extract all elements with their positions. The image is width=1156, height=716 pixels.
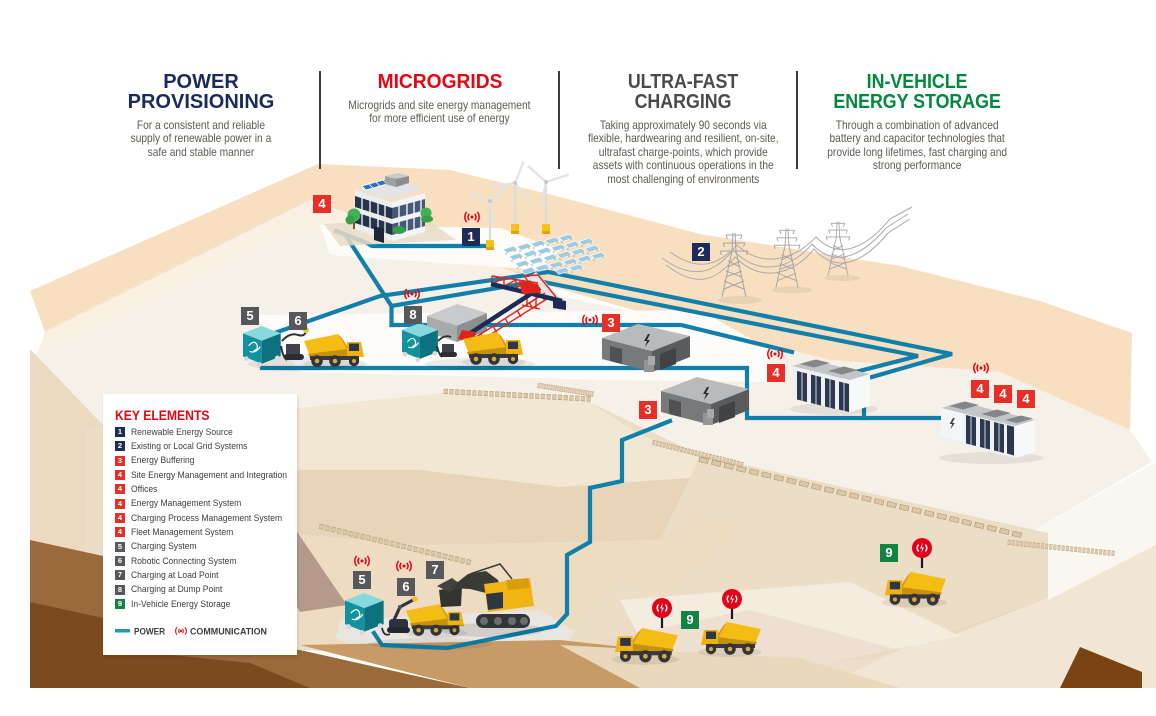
svg-text:COMMUNICATION: COMMUNICATION: [190, 627, 267, 638]
svg-text:POWER: POWER: [134, 627, 165, 638]
